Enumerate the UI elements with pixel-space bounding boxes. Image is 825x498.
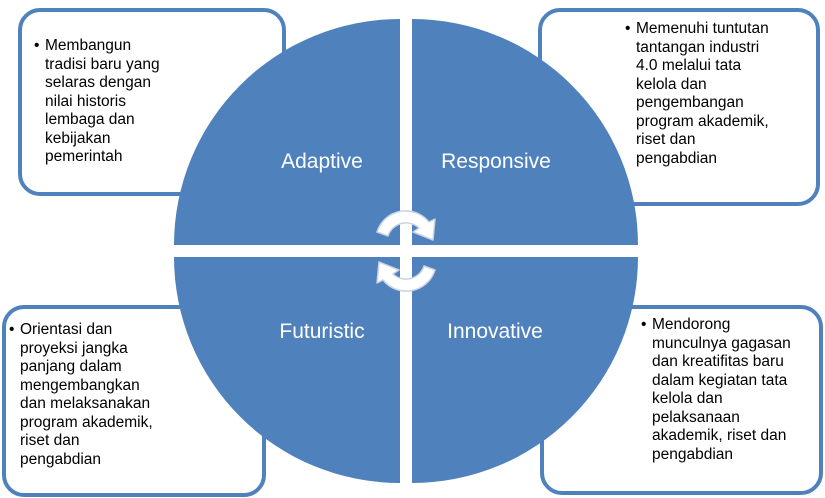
quadrant-top-left <box>174 19 400 245</box>
note-text-bottom-right: Mendorong munculnya gagasan dan kreatifi… <box>652 316 791 463</box>
note-top-left: • Membangun tradisi baru yang selaras de… <box>34 37 265 167</box>
quadrant-label-innovative: Innovative <box>447 320 543 343</box>
note-bottom-left: • Orientasi dan proyeksi jangka panjang … <box>9 321 256 469</box>
bullet-marker: • <box>34 37 40 54</box>
note-bottom-right: • Mendorong munculnya gagasan dan kreati… <box>641 316 818 464</box>
quadrant-label-futuristic: Futuristic <box>279 320 364 343</box>
quadrant-bottom-right <box>412 257 638 483</box>
note-text-bottom-left: Orientasi dan proyeksi jangka panjang da… <box>20 321 153 468</box>
note-text-top-left: Membangun tradisi baru yang selaras deng… <box>45 37 160 165</box>
note-text-top-right: Memenuhi tuntutan tantangan industri 4.0… <box>636 20 769 167</box>
bullet-marker: • <box>641 316 647 333</box>
circular-arrows-icon <box>376 210 436 292</box>
quadrant-bottom-left <box>174 257 400 483</box>
bullet-marker: • <box>625 20 631 37</box>
quadrant-top-right <box>412 19 638 245</box>
note-top-right: • Memenuhi tuntutan tantangan industri 4… <box>625 20 816 168</box>
bullet-marker: • <box>9 321 15 338</box>
quadrant-label-adaptive: Adaptive <box>281 150 363 173</box>
quadrant-label-responsive: Responsive <box>441 150 551 173</box>
